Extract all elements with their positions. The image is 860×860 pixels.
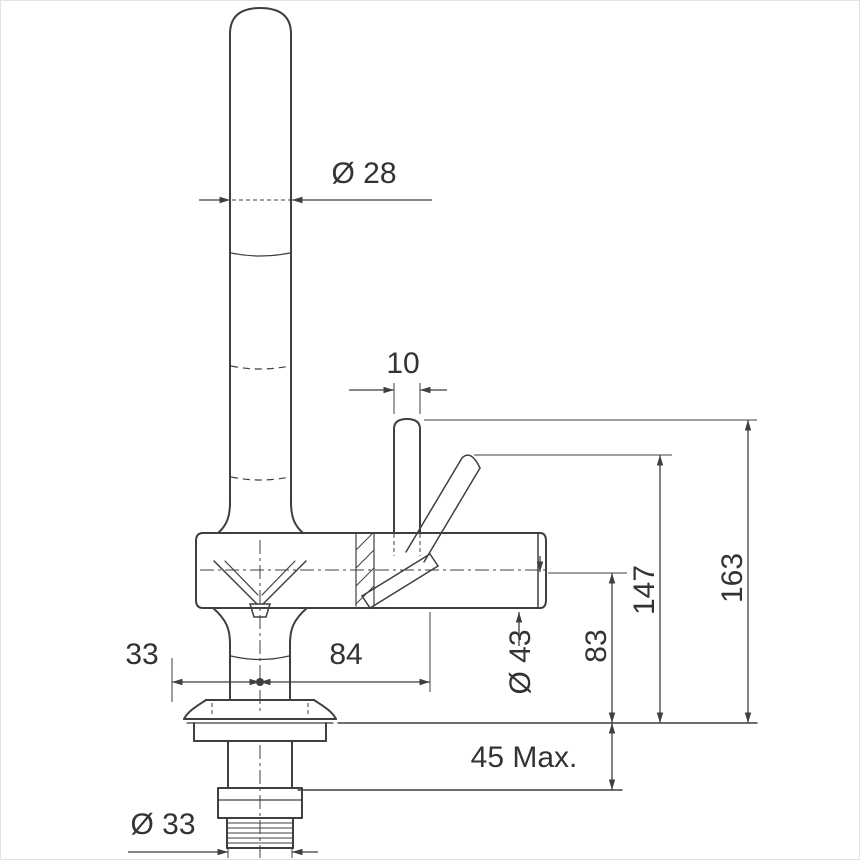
spray-outlet xyxy=(248,603,272,618)
base-offset-label: 33 xyxy=(125,638,158,671)
spout-reach-label: 84 xyxy=(329,638,362,671)
shank-diameter-label: Ø 33 xyxy=(130,808,195,841)
handle-width-label: 10 xyxy=(386,347,419,380)
spout-diameter-label: Ø 28 xyxy=(331,157,396,190)
head-diameter-label: Ø 43 xyxy=(504,629,537,694)
max-deck-thickness-label: 45 Max. xyxy=(471,741,578,774)
handle-tip-height-label: 147 xyxy=(628,565,661,615)
spout-tube xyxy=(229,7,292,507)
dimension-lines xyxy=(128,196,758,858)
overall-height-label: 163 xyxy=(716,553,749,603)
spout-outlet-height-label: 83 xyxy=(580,629,613,662)
dimension-labels: Ø 28 10 163 147 83 Ø 43 84 33 45 Max. Ø … xyxy=(125,157,749,841)
handle-lever xyxy=(393,418,421,534)
faucet-outline xyxy=(183,7,548,858)
